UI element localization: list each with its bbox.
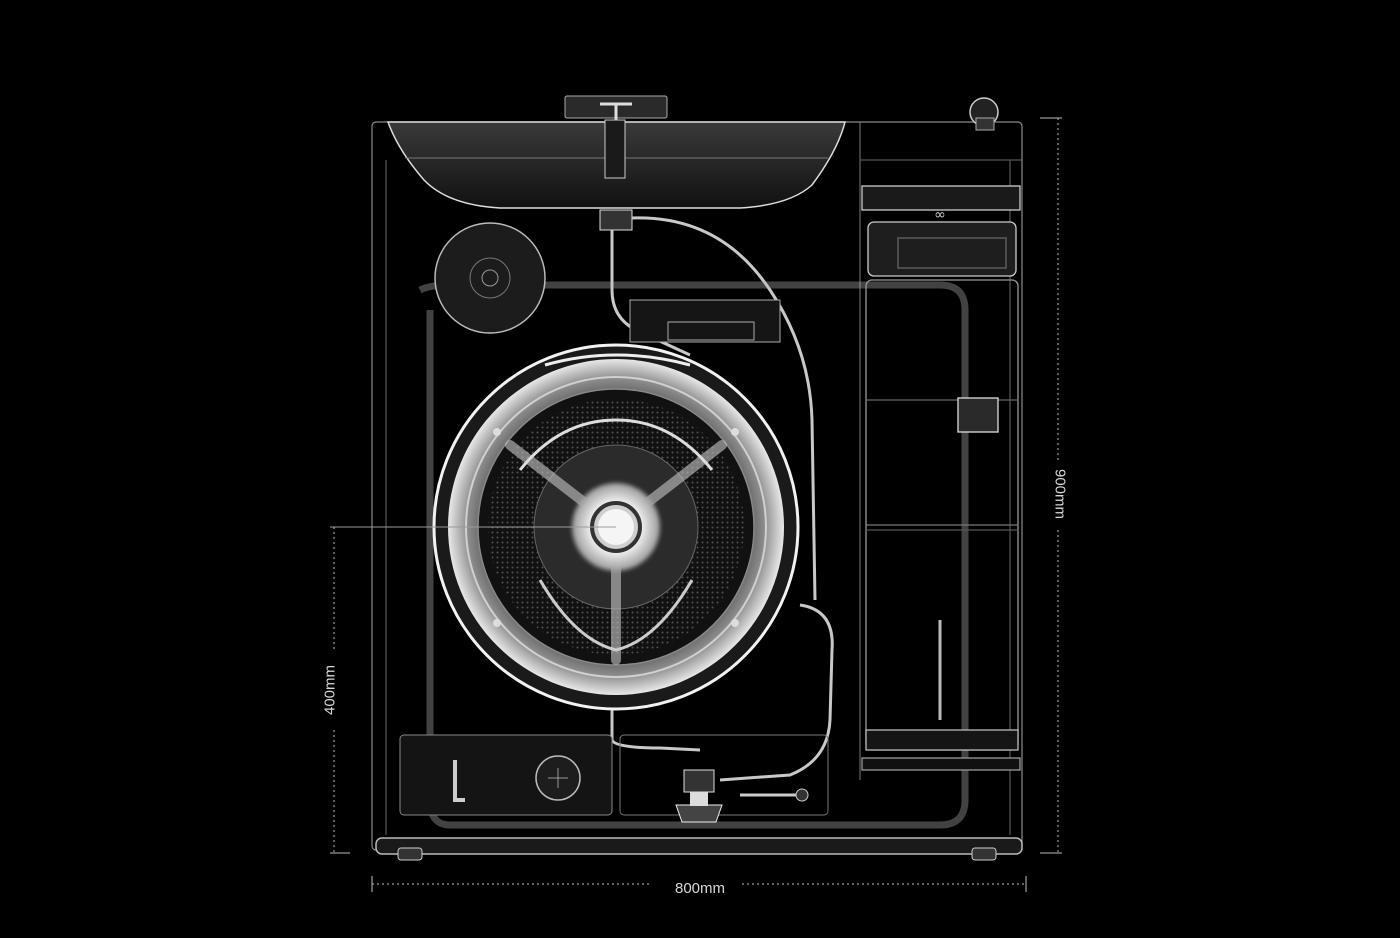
bottom-components [399,734,829,823]
drain-fitting [599,209,633,231]
pump-reservoir [434,222,546,334]
bolt [493,619,501,627]
valve [675,769,723,823]
height-dimension-label: 900mm [1051,468,1069,520]
bolt [493,428,501,436]
bolt [731,619,739,627]
sink-basin [386,95,999,231]
detergent-drawer [629,299,781,343]
dimension-lines [330,117,1062,892]
width-dimension-label: 800mm [674,880,726,897]
tank-sensor [957,397,999,433]
foot-right [971,847,997,861]
drum-center-height-label: 400mm [321,664,339,716]
tank-cap [867,221,1017,277]
base [375,837,1023,861]
pipes [418,216,969,829]
foot-left [397,847,423,861]
bolt [731,428,739,436]
svg-text:∞: ∞ [934,207,946,223]
side-tank: ∞ [861,185,1021,771]
